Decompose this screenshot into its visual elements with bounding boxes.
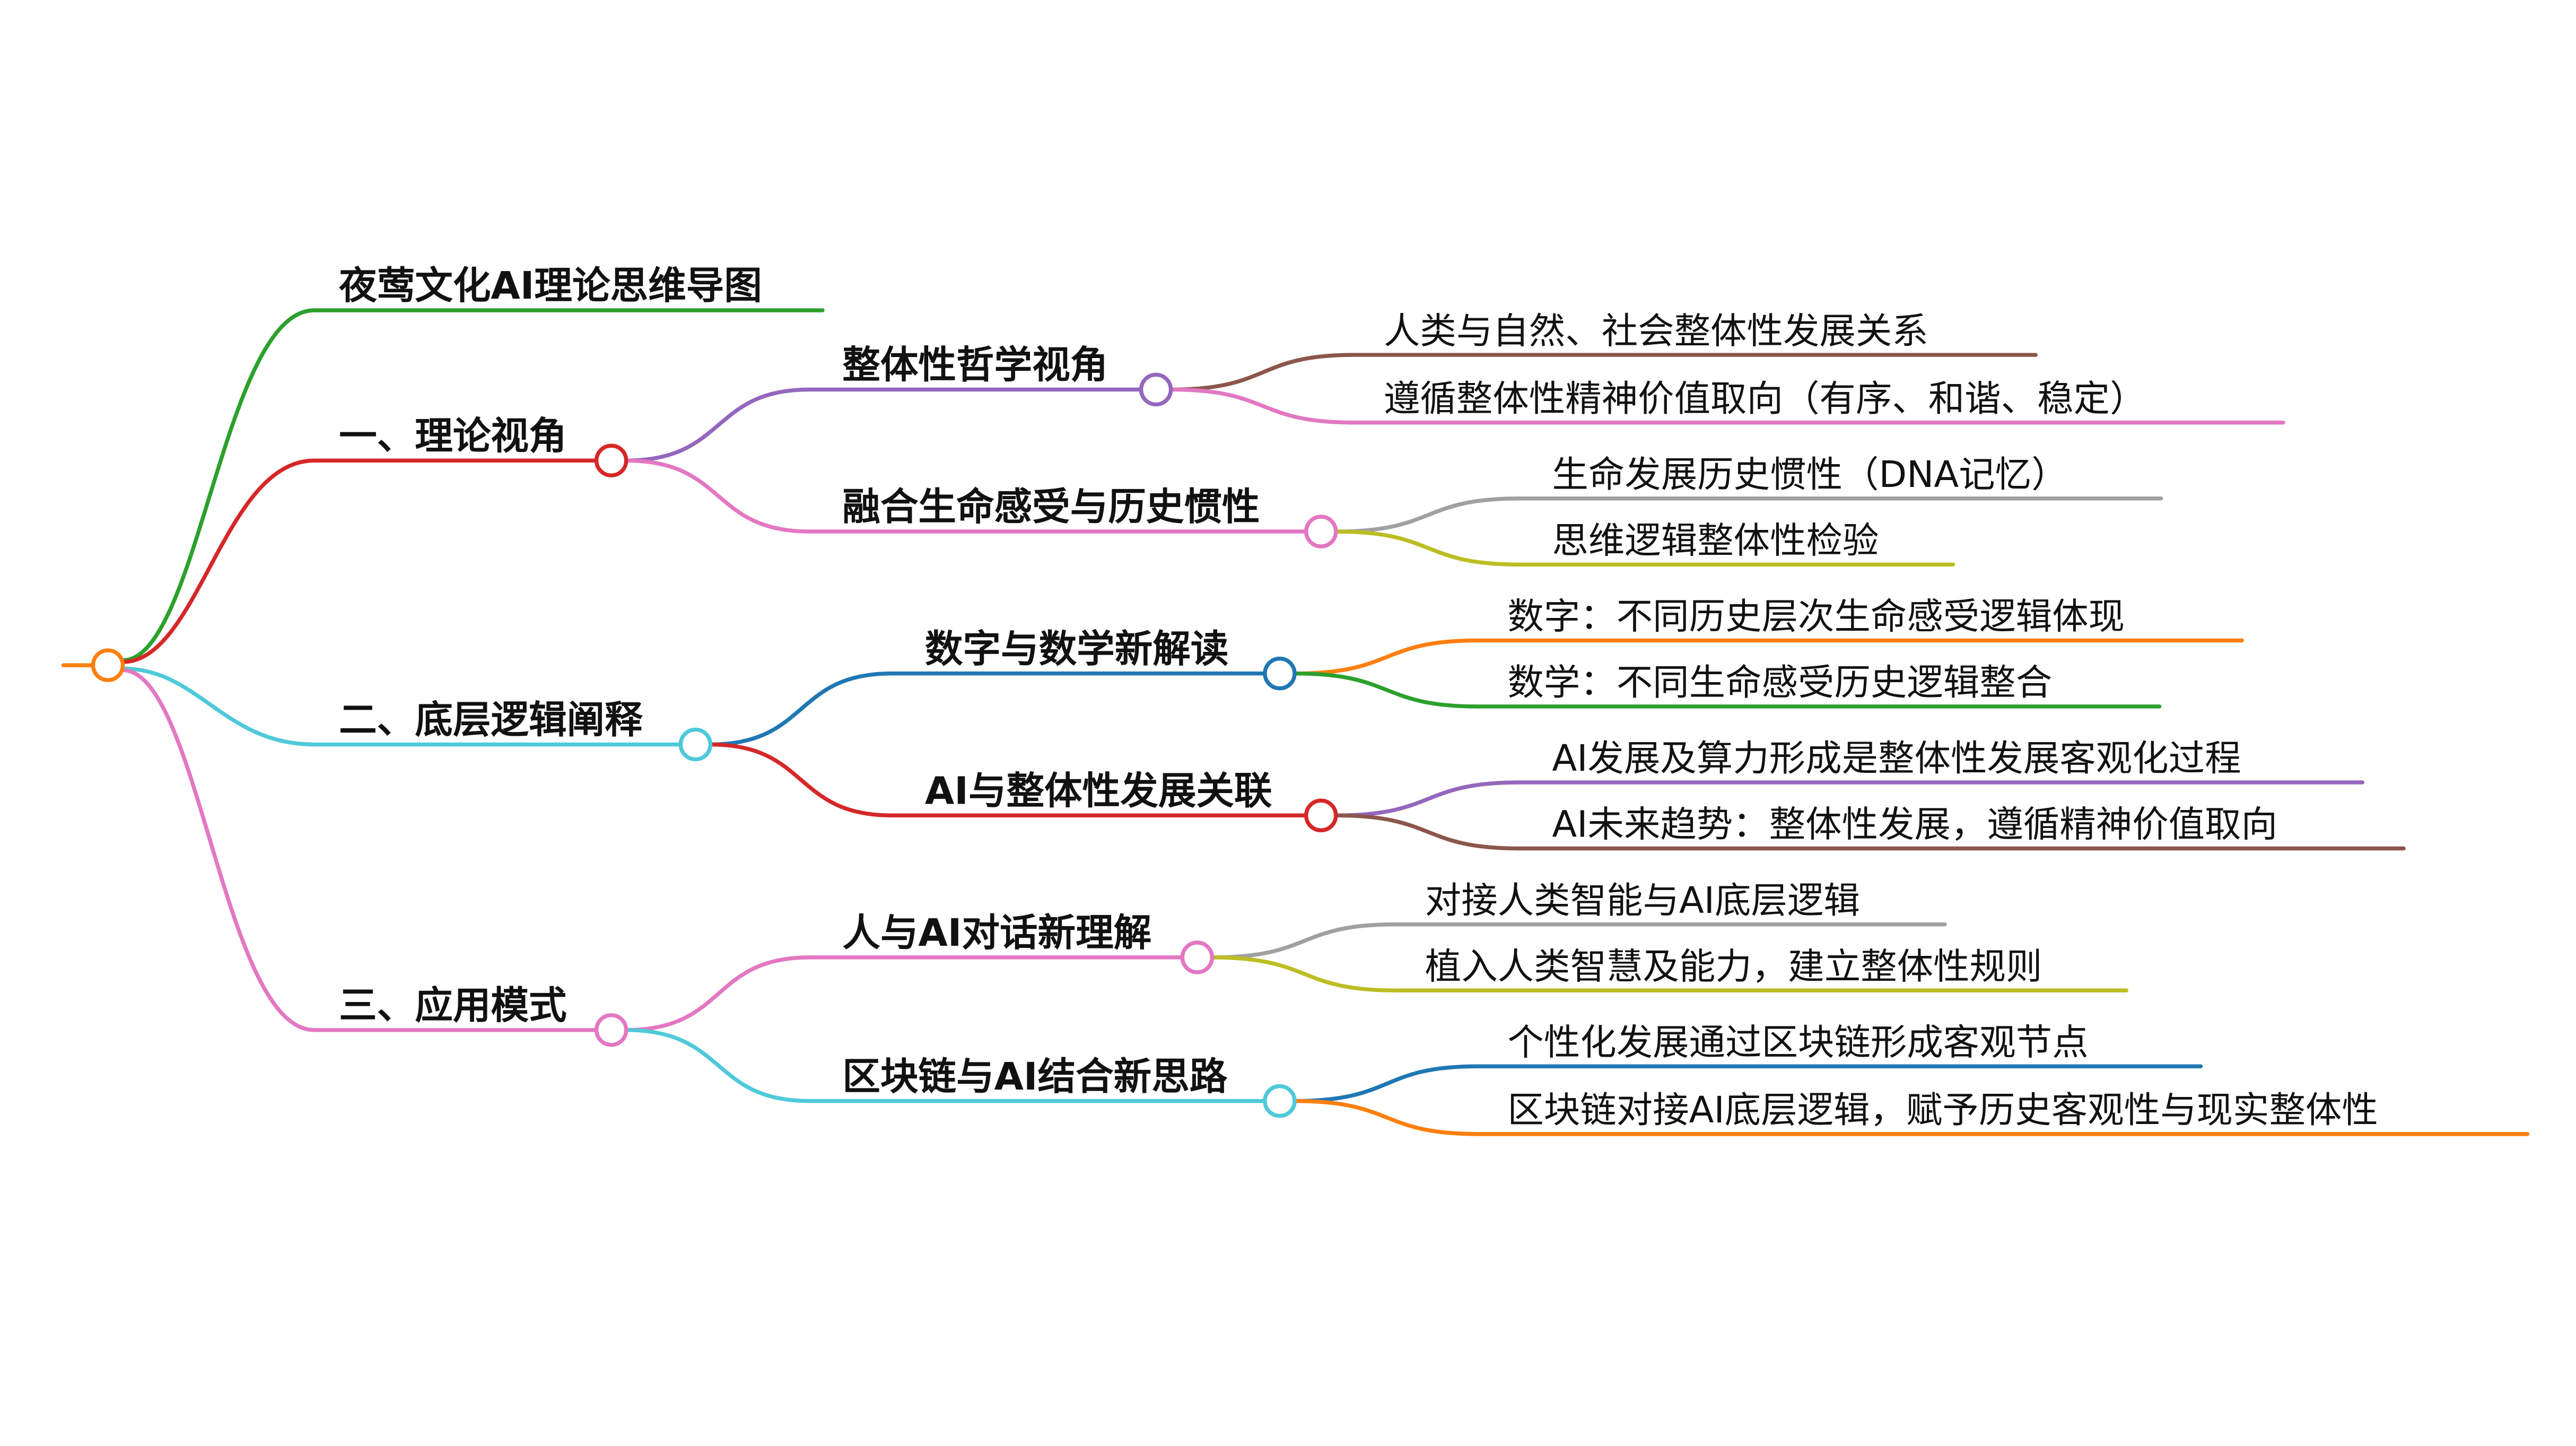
collapse-toggle-branch-2[interactable] (678, 727, 713, 762)
leaf-label[interactable]: 人类与自然、社会整体性发展关系 (1384, 310, 1928, 352)
collapse-toggle-3-1[interactable] (1180, 940, 1215, 974)
leaf-label[interactable]: 生命发展历史惯性（DNA记忆） (1552, 454, 2067, 496)
edge-title (120, 308, 825, 663)
edge-branch-2 (120, 666, 683, 747)
edge-leaf (1293, 1064, 2203, 1103)
branch-label[interactable]: 三、应用模式 (339, 983, 566, 1027)
edge-branch-1 (120, 458, 599, 664)
collapse-toggle-branch-3[interactable] (594, 1013, 628, 1047)
subtopic-label[interactable]: 整体性哲学视角 (842, 343, 1108, 387)
leaf-label[interactable]: 个性化发展通过区块链形成客观节点 (1507, 1021, 2088, 1064)
subtopic-label[interactable]: 人与AI对话新理解 (842, 911, 1151, 955)
edge-leaf (1168, 353, 2038, 392)
collapse-toggle-2-2[interactable] (1304, 798, 1338, 833)
edge-leaf (1293, 638, 2244, 676)
edge-1-1 (624, 387, 1143, 463)
subtopic-label[interactable]: 数字与数学新解读 (925, 627, 1229, 671)
collapse-toggle-1-1[interactable] (1139, 372, 1173, 407)
edge-3-2 (624, 1028, 1267, 1103)
edge-branch-3 (120, 668, 599, 1032)
edge-leaf (1293, 1099, 2530, 1136)
edge-leaf (1168, 387, 2285, 425)
subtopic-label[interactable]: 区块链与AI结合新思路 (842, 1055, 1228, 1099)
leaf-label[interactable]: 数字：不同历史层次生命感受逻辑体现 (1507, 596, 2125, 638)
subtopic-label[interactable]: 融合生命感受与历史惯性 (842, 485, 1260, 529)
collapse-toggle-2-1[interactable] (1263, 656, 1297, 691)
collapse-toggle-1-2[interactable] (1304, 515, 1338, 548)
leaf-label[interactable]: AI未来趋势：整体性发展，遵循精神价值取向 (1552, 804, 2277, 846)
root-node[interactable] (91, 648, 125, 682)
leaf-label[interactable]: 数学：不同生命感受历史逻辑整合 (1507, 661, 2052, 704)
branch-label[interactable]: 一、理论视角 (339, 414, 566, 458)
edge-leaf (1334, 780, 2365, 817)
edge-leaf (1334, 496, 2163, 534)
edge-leaf (1210, 922, 1947, 960)
subtopic-label[interactable]: AI与整体性发展关联 (925, 769, 1272, 813)
branch-label[interactable]: 二、底层逻辑阐释 (339, 698, 643, 742)
leaf-label[interactable]: AI发展及算力形成是整体性发展客观化过程 (1552, 737, 2241, 780)
edge-2-1 (708, 671, 1267, 747)
edge-leaf (1293, 671, 2162, 709)
edge-leaf (1334, 813, 2406, 851)
edge-leaf (1210, 955, 2129, 992)
leaf-label[interactable]: 思维逻辑整体性检验 (1552, 519, 1879, 562)
edge-2-2 (708, 742, 1308, 817)
leaf-label[interactable]: 遵循整体性精神价值取向（有序、和谐、稳定） (1384, 378, 2146, 420)
edge-leaf (1334, 529, 1955, 567)
edge-3-1 (624, 955, 1185, 1032)
collapse-toggle-branch-1[interactable] (594, 443, 628, 477)
edge-1-2 (624, 458, 1308, 534)
map-title[interactable]: 夜莺文化AI理论思维导图 (338, 264, 762, 308)
collapse-toggle-3-2[interactable] (1263, 1084, 1297, 1118)
leaf-label[interactable]: 植入人类智慧及能力，建立整体性规则 (1425, 945, 2042, 988)
leaf-label[interactable]: 对接人类智能与AI底层逻辑 (1425, 879, 1860, 922)
leaf-label[interactable]: 区块链对接AI底层逻辑，赋予历史客观性与现实整体性 (1507, 1089, 2378, 1131)
